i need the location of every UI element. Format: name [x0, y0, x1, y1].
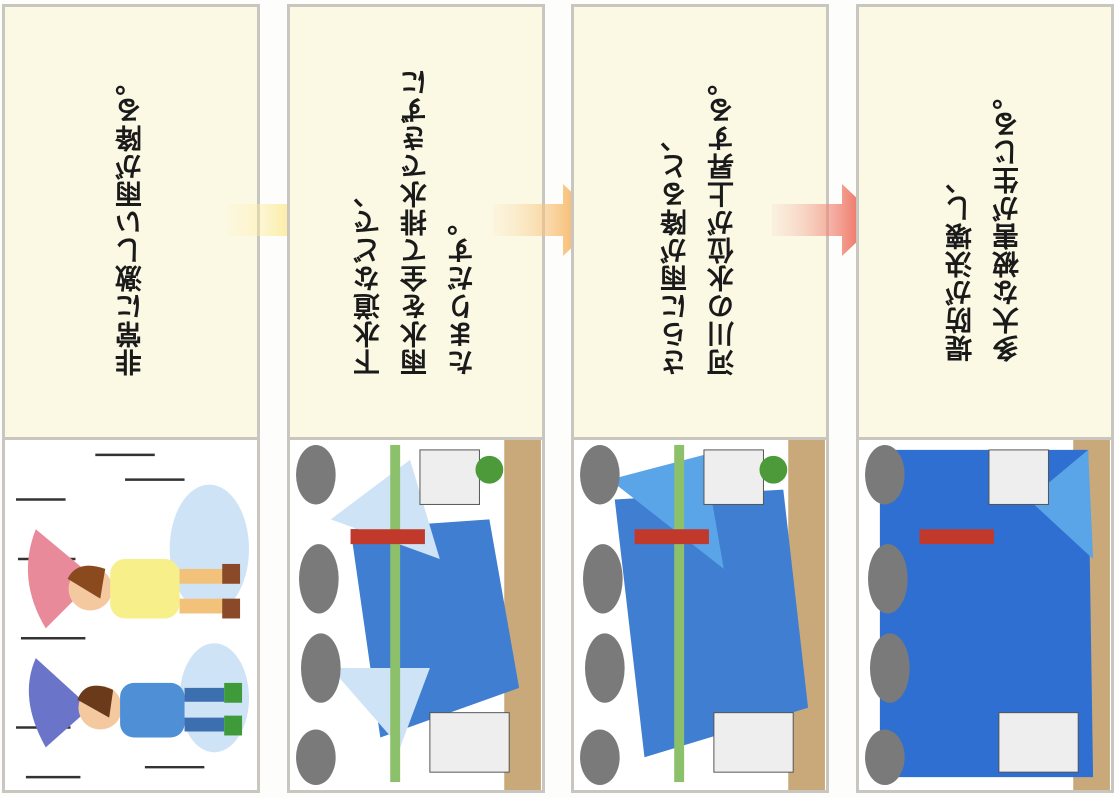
- building: [429, 712, 510, 773]
- blue-umbrella-icon: [28, 658, 91, 748]
- panel-4-caption: 堤防が決壊し、 多大な被害が生じる。: [946, 82, 1024, 362]
- city-puddles-illustration: [291, 440, 541, 790]
- panel-4-illustration: [859, 437, 1111, 790]
- river-rising-illustration: [575, 440, 825, 790]
- panel-2-caption: 下水道などで、 雨水を全て排水できずに たまりだす。: [353, 68, 479, 376]
- dark-clouds-icon: [580, 444, 625, 786]
- blue-raincoat: [120, 682, 185, 738]
- dark-clouds-icon: [865, 444, 910, 786]
- street-puddle: [330, 668, 430, 748]
- panel-3: さらに雨が降ると、 河川の水位が上昇する。: [571, 4, 829, 793]
- arrow-right-icon: [772, 184, 880, 256]
- panel-3-caption: さらに雨が降ると、 河川の水位が上昇する。: [661, 68, 739, 376]
- river: [614, 489, 809, 758]
- ground: [504, 440, 541, 790]
- panel-1-caption: 非常に激しい雨が降る。: [115, 68, 147, 376]
- road: [390, 444, 401, 783]
- building: [419, 449, 480, 505]
- levee-breach-flood-illustration: [860, 440, 1110, 790]
- panel-1-illustration: [5, 437, 257, 790]
- panel-4: 堤防が決壊し、 多大な被害が生じる。: [856, 4, 1114, 793]
- panel-2: 下水道などで、 雨水を全て排水できずに たまりだす。: [287, 4, 545, 793]
- puddle: [169, 484, 249, 614]
- panel-1: 非常に激しい雨が降る。: [2, 4, 260, 793]
- dark-clouds-icon: [296, 444, 341, 786]
- panel-4-text-area: 堤防が決壊し、 多大な被害が生じる。: [859, 7, 1111, 437]
- bridge: [350, 529, 425, 545]
- heavy-rain-people-illustration: [6, 440, 256, 790]
- pink-umbrella-icon: [27, 529, 96, 629]
- panel-2-illustration: [290, 437, 542, 790]
- panel-1-text-area: 非常に激しい雨が降る。: [5, 7, 257, 437]
- yellow-raincoat: [110, 558, 180, 619]
- panel-3-illustration: [574, 437, 826, 790]
